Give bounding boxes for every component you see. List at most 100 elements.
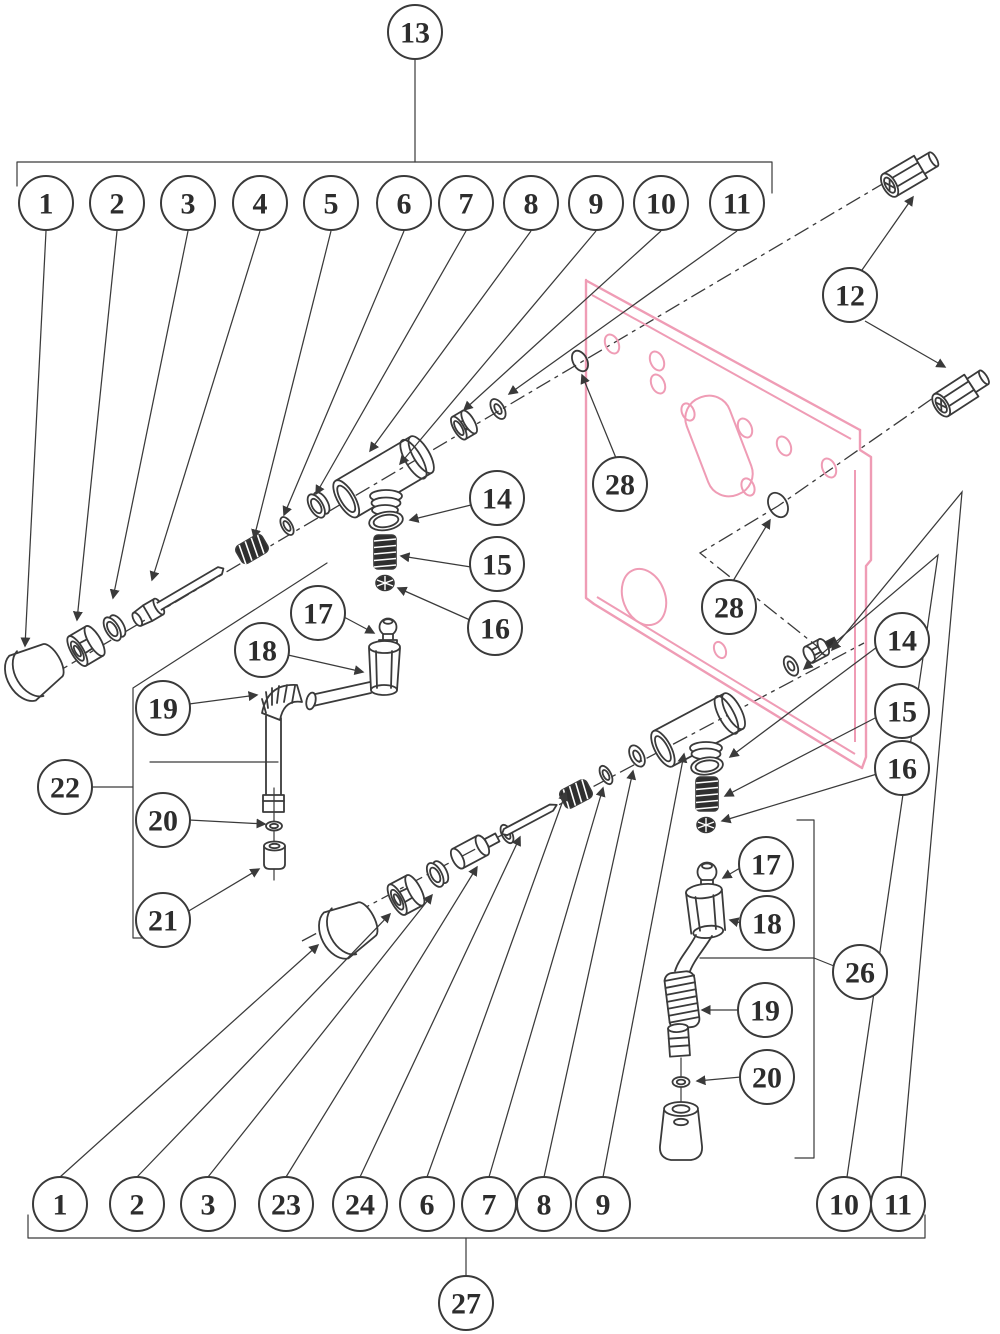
corrugated-elbow-19	[261, 684, 303, 721]
callout-7-bottom: 7	[461, 1176, 517, 1232]
svg-text:15: 15	[887, 696, 917, 729]
svg-text:2: 2	[110, 188, 125, 221]
svg-text:22: 22	[50, 772, 80, 805]
bolt-23	[449, 832, 501, 870]
svg-text:28: 28	[605, 469, 635, 502]
callout-16-mid: 16	[467, 600, 523, 656]
svg-text:11: 11	[884, 1189, 912, 1222]
callout-11-top: 11	[709, 175, 765, 231]
callout-20-mid: 20	[135, 792, 191, 848]
washer-10	[782, 655, 800, 677]
callout-8-bottom: 8	[516, 1176, 572, 1232]
callout-4-top: 4	[232, 175, 288, 231]
svg-text:6: 6	[397, 188, 412, 221]
callout-10-top: 10	[633, 175, 689, 231]
svg-text:26: 26	[845, 957, 875, 990]
o-ring-14	[690, 756, 724, 776]
svg-text:6: 6	[420, 1189, 435, 1222]
svg-text:21: 21	[148, 905, 178, 938]
cone-nozzle-21	[659, 1101, 703, 1161]
svg-text:11: 11	[723, 188, 751, 221]
svg-text:28: 28	[714, 592, 744, 625]
right-elbow-assembly-26	[659, 861, 727, 1161]
callout-12: 12	[822, 267, 878, 323]
mounting-plate	[584, 278, 897, 770]
valve-stem	[131, 566, 225, 627]
callout-26: 26	[832, 944, 888, 1000]
callout-3-bottom: 3	[180, 1176, 236, 1232]
callout-2-top: 2	[89, 175, 145, 231]
tee-body	[650, 692, 746, 768]
seal-ring-20	[671, 1076, 691, 1088]
callout-27: 27	[438, 1275, 494, 1331]
svg-text:9: 9	[596, 1189, 611, 1222]
bracket-13	[16, 161, 773, 194]
grease-fitting-upper-12	[880, 151, 940, 198]
svg-text:20: 20	[148, 805, 178, 838]
callout-10-bottom: 10	[816, 1176, 872, 1232]
callout-22: 22	[37, 759, 93, 815]
callout-13: 13	[387, 4, 443, 60]
body-18	[685, 882, 727, 939]
svg-text:12: 12	[835, 280, 865, 313]
o-ring-14	[368, 510, 404, 532]
sleeve-21	[263, 840, 286, 870]
callout-1-top: 1	[18, 175, 74, 231]
svg-text:3: 3	[201, 1189, 216, 1222]
callout-6-bottom: 6	[399, 1176, 455, 1232]
needle-24	[501, 803, 558, 837]
callout-11-bottom: 11	[870, 1176, 926, 1232]
callout-9-top: 9	[568, 175, 624, 231]
svg-text:5: 5	[324, 188, 339, 221]
svg-text:7: 7	[459, 188, 474, 221]
spring-15	[695, 776, 719, 812]
seal-ring-20	[265, 820, 283, 832]
flange-washer	[422, 856, 453, 891]
svg-text:10: 10	[646, 188, 676, 221]
svg-text:27: 27	[451, 1288, 481, 1321]
cap-nut	[382, 871, 430, 919]
svg-text:17: 17	[751, 849, 781, 882]
svg-text:13: 13	[400, 17, 430, 50]
svg-text:4: 4	[253, 188, 268, 221]
hex-nut-10	[450, 409, 478, 441]
elbow-sub-assembly-22	[149, 617, 401, 881]
svg-text:3: 3	[181, 188, 196, 221]
body-18	[368, 640, 401, 696]
leader-lines	[20, 195, 963, 1179]
callout-1-bottom: 1	[32, 1176, 88, 1232]
svg-text:2: 2	[130, 1189, 145, 1222]
svg-text:18: 18	[247, 635, 277, 668]
callout-3-top: 3	[160, 175, 216, 231]
callout-18-mid: 18	[234, 622, 290, 678]
callout-5-top: 5	[303, 175, 359, 231]
callout-8-top: 8	[503, 175, 559, 231]
nut-16	[375, 574, 395, 592]
callout-18-right: 18	[739, 895, 795, 951]
curved-tube	[674, 934, 713, 975]
lower-nozzle-assembly	[318, 636, 839, 960]
callout-20-right: 20	[739, 1049, 795, 1105]
svg-text:7: 7	[482, 1189, 497, 1222]
cap-nut	[62, 622, 110, 670]
svg-text:17: 17	[303, 598, 333, 631]
svg-text:16: 16	[887, 753, 917, 786]
svg-text:19: 19	[750, 995, 780, 1028]
centerline-axes	[19, 175, 957, 942]
connector-tube	[305, 681, 372, 711]
callout-17-right: 17	[738, 836, 794, 892]
svg-text:24: 24	[345, 1189, 375, 1222]
callout-17-mid: 17	[290, 585, 346, 641]
callout-14-right: 14	[874, 612, 930, 668]
callout-19-right: 19	[737, 982, 793, 1038]
svg-text:1: 1	[39, 188, 54, 221]
svg-text:8: 8	[537, 1189, 552, 1222]
callout-6-top: 6	[376, 175, 432, 231]
callout-28-upper: 28	[592, 456, 648, 512]
callout-14-mid: 14	[469, 470, 525, 526]
callout-24: 24	[332, 1176, 388, 1232]
svg-text:20: 20	[752, 1062, 782, 1095]
spring-black	[557, 777, 595, 811]
washer-11	[489, 398, 507, 420]
